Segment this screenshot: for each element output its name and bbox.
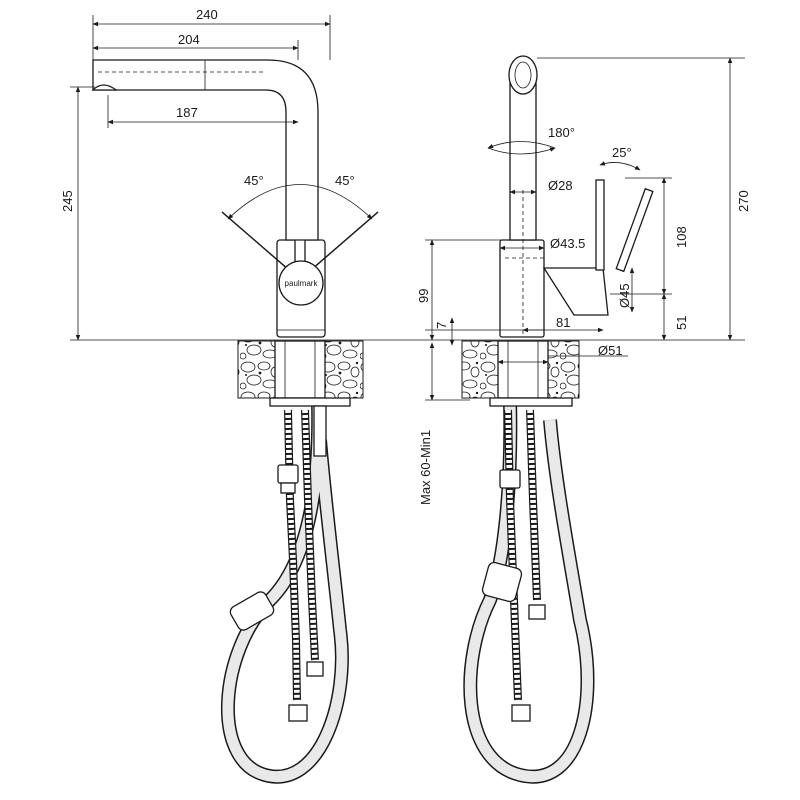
- brand-badge: [278, 260, 324, 306]
- supply-hoses: [504, 409, 541, 701]
- spout: [92, 59, 319, 241]
- angle-left: 45°: [244, 173, 264, 188]
- lever-handle: [595, 179, 605, 271]
- dim-lever-reach: 81: [556, 315, 570, 330]
- mounting-plate: [489, 397, 573, 407]
- pullout-hose: [463, 399, 595, 784]
- valve-fitting: [280, 482, 296, 494]
- dim-base-height: 7: [434, 322, 449, 329]
- spout: [509, 79, 537, 241]
- side-view: Ø28 Ø43.5 Ø45 Ø51 81 99 7 108 51 270 Max…: [416, 55, 751, 784]
- rotation-arc: [487, 147, 556, 155]
- dim-height: 245: [60, 190, 75, 212]
- dim-spout-reach: 204: [178, 32, 200, 47]
- connector-nut: [528, 604, 546, 620]
- valve-fitting: [499, 469, 521, 489]
- dim-total-reach: 240: [196, 7, 218, 22]
- spout-top: [508, 55, 538, 95]
- hose-counterweight: [481, 561, 523, 603]
- dim-body-diameter: Ø43.5: [550, 236, 585, 251]
- angle-rotation: 180°: [548, 125, 575, 140]
- dim-body-height: 99: [416, 289, 431, 303]
- angle-right: 45°: [335, 173, 355, 188]
- connector-nut: [511, 704, 531, 722]
- connector-nut: [288, 704, 308, 722]
- dim-lever-height: 108: [674, 226, 689, 248]
- lever-angle-arc: [599, 161, 641, 171]
- connector-nut: [306, 661, 324, 677]
- faucet-body: [499, 239, 545, 338]
- dim-outlet-reach: 187: [176, 105, 198, 120]
- dim-total-height: 270: [736, 190, 751, 212]
- lever-housing: [542, 267, 609, 316]
- mounting-plate: [269, 397, 351, 407]
- pullout-hose: [221, 399, 349, 784]
- hose-counterweight: [229, 591, 275, 631]
- spray-head-outlet: [91, 84, 118, 91]
- dim-countertop: Max 60-Min1: [418, 430, 433, 505]
- dim-spout-diameter: Ø28: [548, 178, 573, 193]
- dim-base-diameter: Ø51: [598, 343, 623, 358]
- dim-lever-base: 51: [674, 316, 689, 330]
- dim-lever-diameter: Ø45: [617, 283, 632, 308]
- front-view: paulmark 240 204 187 245 45° 45°: [60, 7, 379, 784]
- lever-handle-tilted: [615, 187, 654, 273]
- brand-label: paulmark: [285, 279, 319, 288]
- lever-angle-arc: [227, 184, 373, 220]
- angle-lever: 25°: [612, 145, 632, 160]
- valve-fitting: [277, 464, 299, 484]
